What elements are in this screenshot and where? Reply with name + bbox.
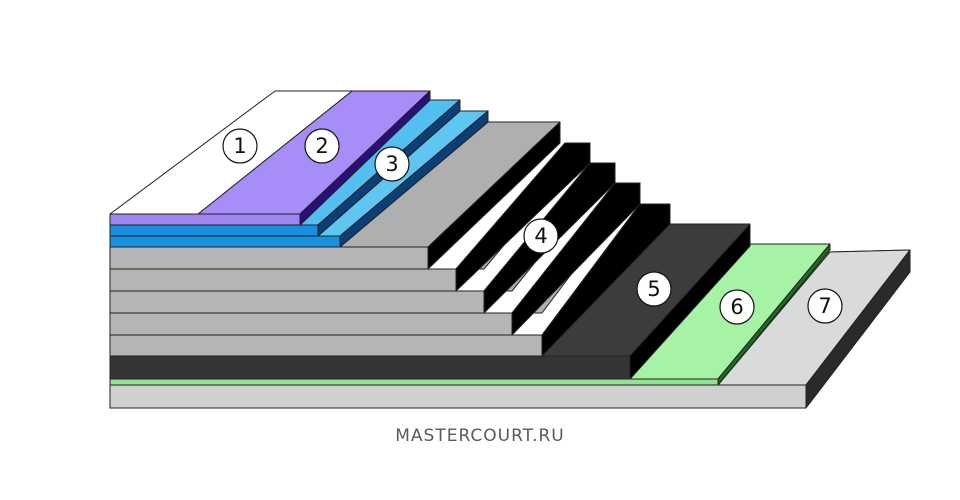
label-1: 1 <box>222 128 258 164</box>
layer-4-gray <box>109 121 671 357</box>
label-3: 3 <box>374 146 410 182</box>
label-1-text: 1 <box>233 134 246 158</box>
label-7-text: 7 <box>818 294 831 318</box>
label-2-text: 2 <box>315 134 328 158</box>
label-4: 4 <box>523 218 559 254</box>
label-4-text: 4 <box>534 224 547 248</box>
label-6: 6 <box>719 289 755 325</box>
label-5-text: 5 <box>647 277 660 301</box>
label-3-text: 3 <box>385 152 398 176</box>
site-caption: MASTERCOURT.RU <box>395 426 565 446</box>
label-2: 2 <box>304 128 340 164</box>
label-6-text: 6 <box>730 295 743 319</box>
label-5: 5 <box>636 271 672 307</box>
label-7: 7 <box>807 288 843 324</box>
